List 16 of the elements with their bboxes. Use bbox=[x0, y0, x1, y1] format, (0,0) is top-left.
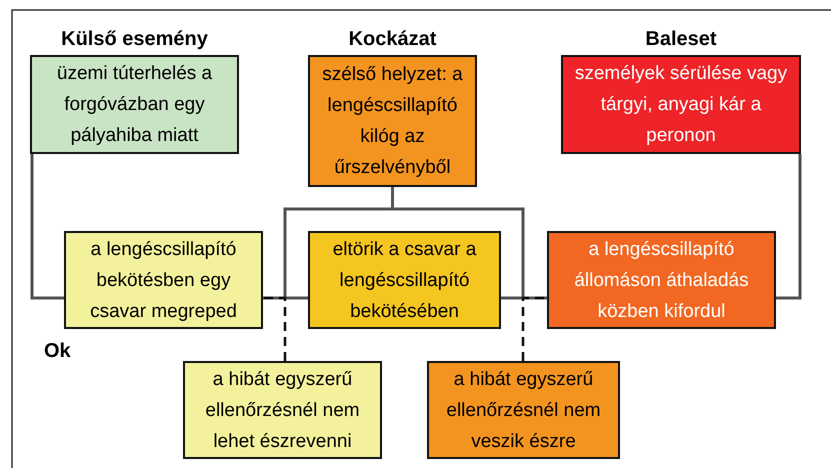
event-box: a lengéscsillapító bekötésben egy csavar megreped bbox=[64, 231, 263, 329]
event-box: személyek sérülése vagy tárgyi, anyagi kár a peronon bbox=[561, 55, 801, 154]
event-box: eltörik a csavar a lengéscsillapító bekötésében bbox=[308, 231, 501, 329]
connector-line bbox=[30, 154, 64, 300]
column-heading: Külső esemény bbox=[60, 27, 209, 51]
column-heading: Baleset bbox=[644, 27, 718, 51]
section-label: Ok bbox=[44, 340, 71, 363]
dashed-connector bbox=[263, 296, 286, 361]
event-box: szélső helyzet: a lengéscsillapító kilóg az űrszelvényből bbox=[308, 55, 477, 187]
event-box: a hibát egyszerű ellenőrzésnél nem lehet észrevenni bbox=[183, 361, 382, 459]
column-heading: Kockázat bbox=[348, 27, 438, 51]
event-box: üzemi túterhelés a forgóvázban egy pályahiba miatt bbox=[30, 55, 239, 154]
dashed-connector bbox=[522, 296, 547, 361]
connector-line bbox=[776, 154, 802, 300]
event-box: a lengéscsillapító állomáson áthaladás közben kifordul bbox=[547, 231, 776, 329]
event-box: a hibát egyszerű ellenőrzésnél nem veszik észre bbox=[427, 361, 620, 459]
